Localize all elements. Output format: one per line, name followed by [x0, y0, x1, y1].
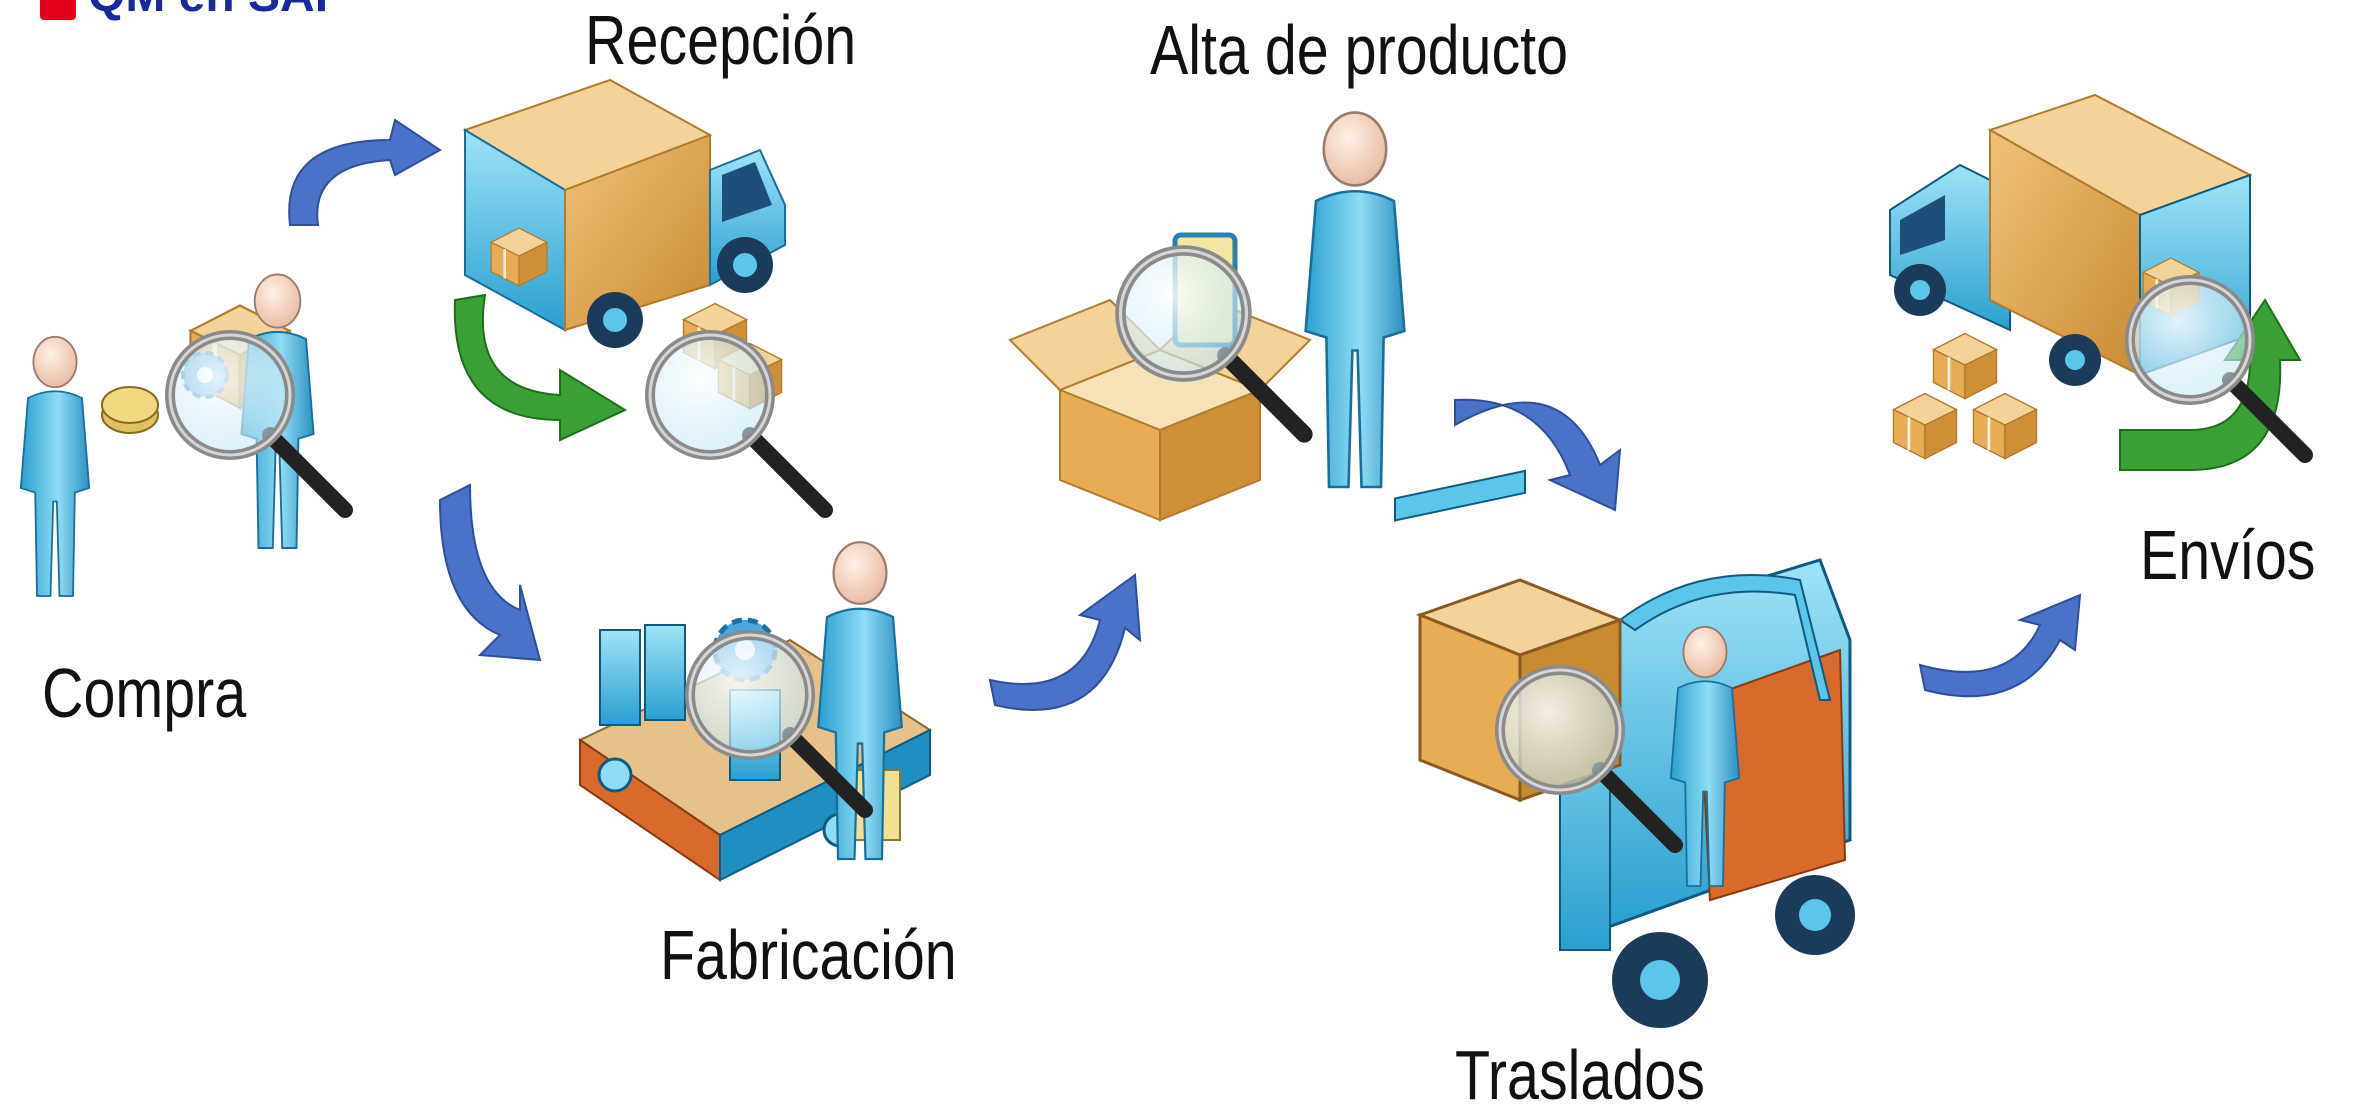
flow-arrows	[288, 118, 2082, 711]
envios-box-icon	[1972, 392, 2038, 460]
arrow-traslados-envios-icon	[1918, 593, 2082, 698]
truck-icon	[462, 78, 786, 348]
step-label-alta-producto: Alta de producto	[1150, 11, 1569, 89]
step-label-envios: Envíos	[2140, 516, 2316, 594]
envios-box-icon	[1932, 332, 1998, 400]
envios-box-icon	[1892, 392, 1958, 460]
alta-producto-scene	[1008, 111, 1406, 522]
logo-text: QM en SAP	[88, 0, 347, 20]
arrow-compra-recepcion-icon	[288, 118, 442, 226]
fabricacion-scene	[577, 541, 933, 882]
green-arrow-icon	[2119, 298, 2302, 471]
logo: QM en SAP	[40, 0, 347, 20]
arrow-recepcion-fabricacion-icon	[438, 483, 542, 662]
step-label-fabricacion: Fabricación	[660, 916, 957, 994]
green-arrow-icon	[453, 293, 628, 442]
inspector-person-icon	[1304, 111, 1406, 489]
buyer-person-icon	[19, 335, 91, 597]
compra-scene	[19, 273, 345, 597]
step-label-compra: Compra	[42, 654, 247, 732]
envios-scene	[1889, 93, 2305, 471]
recepcion-magnifier-icon	[650, 335, 825, 510]
step-label-recepcion: Recepción	[585, 1, 857, 79]
arrow-fabricacion-alta-icon	[988, 573, 1142, 711]
open-box-icon	[1008, 298, 1312, 522]
logo-mark-icon	[40, 0, 76, 20]
arrow-alta-traslados-icon	[1454, 398, 1622, 512]
step-label-traslados: Traslados	[1455, 1036, 1705, 1114]
recepcion-scene	[453, 78, 825, 510]
traslados-scene	[1394, 469, 1855, 1028]
